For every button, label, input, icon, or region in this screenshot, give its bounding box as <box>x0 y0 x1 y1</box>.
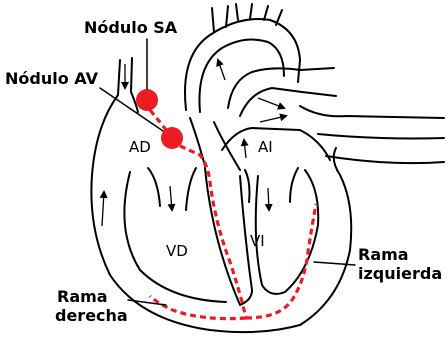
flow-arrow-icon <box>170 186 172 210</box>
left-bundle-label-line2: izquierda <box>358 264 442 283</box>
flow-arrow-icon <box>102 192 104 226</box>
left-ventricle-wall <box>256 170 318 294</box>
interatrial-wall <box>190 118 240 170</box>
aortic-branch-2 <box>236 4 252 20</box>
flow-arrow-icon <box>268 188 269 210</box>
left-bundle-leader <box>314 262 355 265</box>
flow-arrow-icon <box>218 60 225 80</box>
interventricular-septum <box>205 168 252 305</box>
aorta-inner-arch <box>199 40 284 112</box>
his-bundle <box>180 146 246 318</box>
left-bundle-label-line1: Rama <box>358 245 409 264</box>
flow-arrow-icon <box>260 116 286 122</box>
pulmonary-veins <box>300 106 444 163</box>
conduction-system <box>136 89 316 319</box>
sa-node-label: Nódulo SA <box>84 18 178 37</box>
right-bundle-leader <box>128 300 166 305</box>
sa-node-marker <box>136 89 158 111</box>
flow-arrow-icon <box>244 140 246 158</box>
pulmonary-trunk <box>228 68 336 116</box>
right-bundle-label-line1: Rama <box>57 287 108 306</box>
right-ventricle-label: VD <box>166 242 188 260</box>
av-node-marker <box>161 127 183 149</box>
left-atrium-wall <box>222 128 330 160</box>
left-atrium-label: AI <box>258 138 273 156</box>
mitral-valve <box>245 168 298 202</box>
right-atrium-label: AD <box>129 138 151 156</box>
av-node-label: Nódulo AV <box>5 69 99 88</box>
right-bundle-label-line2: derecha <box>55 306 128 325</box>
heart-outer-wall <box>91 60 351 332</box>
left-ventricle-label: VI <box>250 232 265 250</box>
flow-arrow-icon <box>258 98 284 108</box>
